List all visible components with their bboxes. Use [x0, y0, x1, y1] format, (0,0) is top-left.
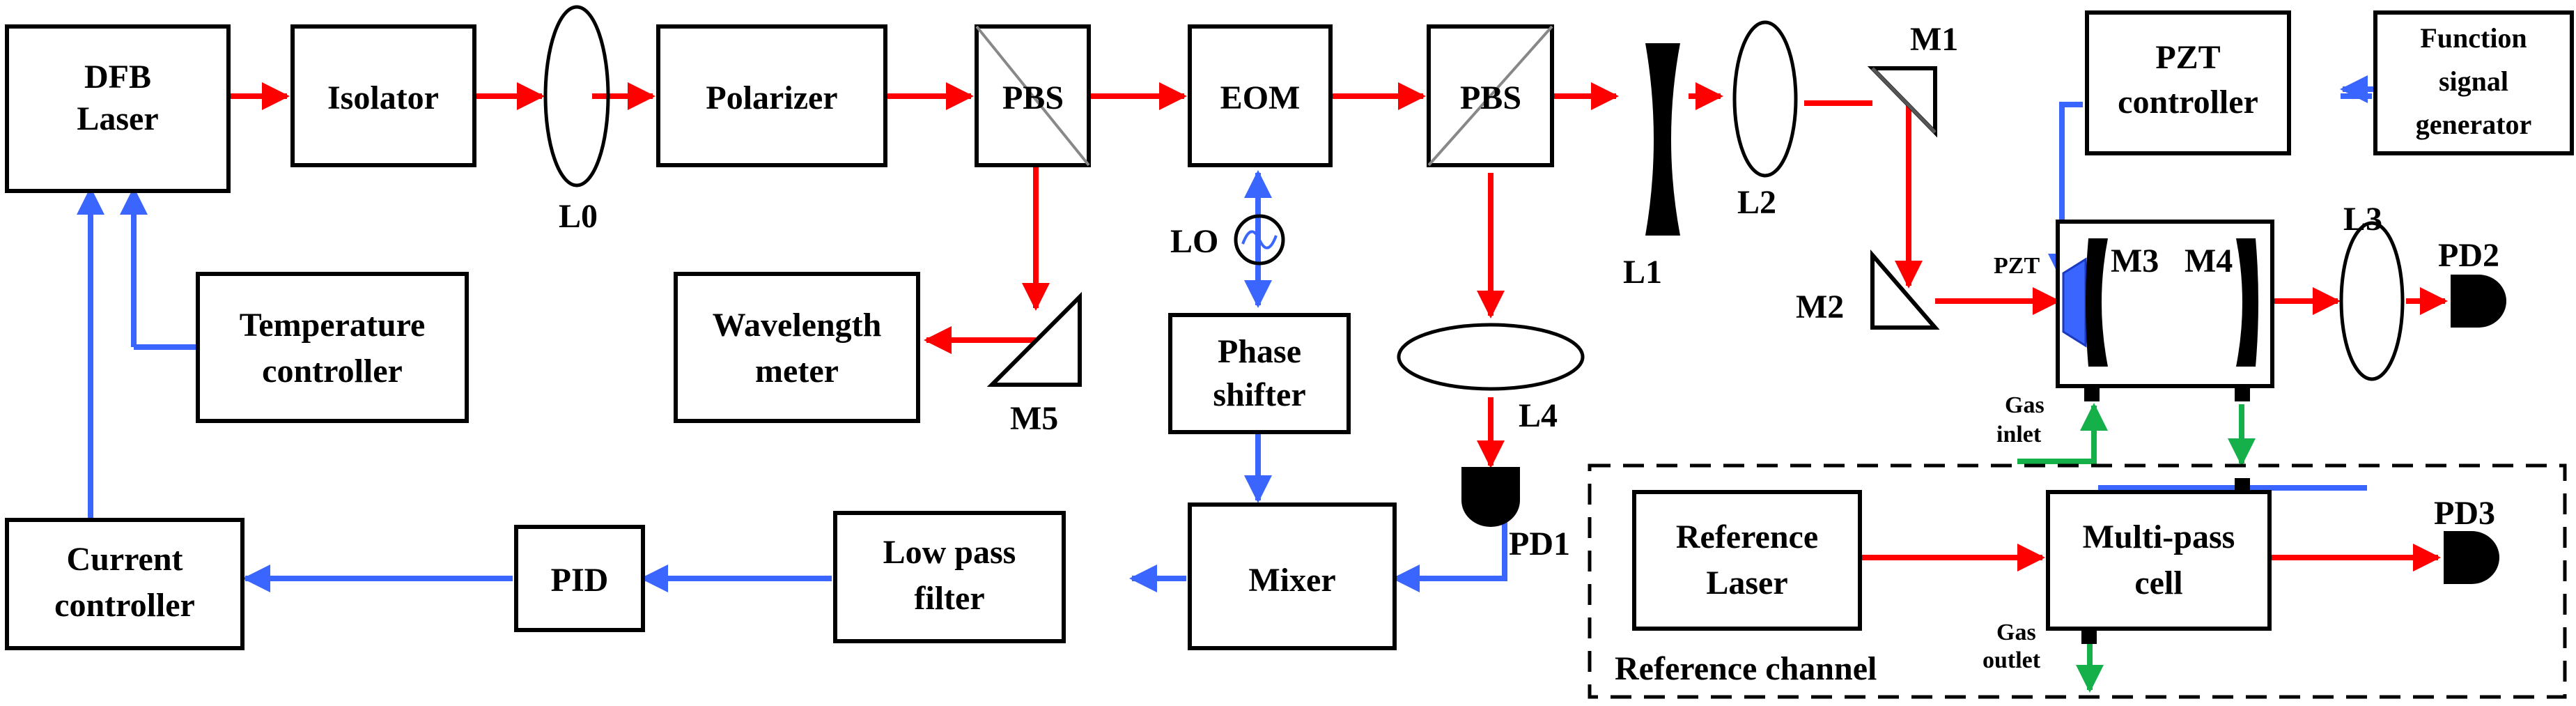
svg-text:meter: meter — [755, 353, 839, 390]
svg-text:EOM: EOM — [1220, 79, 1301, 116]
svg-text:Temperature: Temperature — [240, 307, 426, 344]
lens-l3 — [2339, 221, 2405, 381]
polarizer-box: Polarizer — [656, 24, 887, 167]
svg-text:Function: Function — [2420, 22, 2527, 54]
pzt-label: PZT — [1994, 253, 2040, 279]
pzt-actuator — [2062, 257, 2087, 348]
mixer-box: Mixer — [1188, 502, 1397, 650]
pd1-label: PD1 — [1509, 525, 1570, 562]
pid-box: PID — [514, 525, 645, 632]
multi-pass-cell-outlet-port — [2081, 629, 2097, 644]
lens-l2 — [1732, 20, 1798, 178]
reference-channel-frame — [1588, 463, 2567, 699]
pzt-controller-box: PZT controller — [2085, 10, 2291, 155]
mirror-m5-label: M5 — [1010, 400, 1058, 437]
svg-text:Phase: Phase — [1218, 333, 1301, 370]
control-signal-paths — [77, 75, 2375, 592]
mirror-m3-label: M3 — [2111, 243, 2159, 279]
lens-l1 — [1645, 43, 1680, 236]
svg-text:PBS: PBS — [1002, 79, 1064, 116]
svg-text:controller: controller — [54, 587, 195, 624]
cavity-outlet-port — [2235, 386, 2250, 401]
gas-inlet-port — [2084, 386, 2100, 401]
svg-text:Polarizer: Polarizer — [706, 79, 837, 116]
svg-text:Reference: Reference — [1676, 519, 1818, 555]
wavelength-meter-box: Wavelength meter — [674, 272, 920, 423]
lens-l4 — [1397, 323, 1585, 391]
pbs-1-box: PBS — [975, 24, 1091, 167]
svg-text:controller: controller — [2118, 84, 2258, 121]
svg-text:Isolator: Isolator — [327, 79, 439, 116]
svg-text:PID: PID — [551, 562, 609, 599]
mirror-m5 — [986, 291, 1082, 387]
gas-inlet-label-line2: inlet — [1996, 422, 2042, 447]
svg-text:signal: signal — [2439, 66, 2508, 97]
svg-text:Laser: Laser — [77, 100, 158, 137]
gas-flow-paths — [2017, 403, 2256, 693]
svg-text:shifter: shifter — [1213, 376, 1305, 413]
photodetector-pd2 — [2451, 275, 2506, 328]
photodetector-pd3 — [2444, 531, 2499, 584]
reference-laser-box: Reference Laser — [1632, 490, 1862, 631]
lens-l2-label: L2 — [1737, 184, 1776, 221]
svg-text:Low pass: Low pass — [883, 534, 1016, 571]
laser-beam-paths — [228, 82, 2448, 571]
mirror-m2 — [1870, 249, 1940, 330]
multi-pass-cell-inlet-port — [2235, 478, 2250, 493]
svg-text:Multi-pass: Multi-pass — [2083, 519, 2235, 555]
svg-text:cell: cell — [2134, 565, 2182, 601]
gas-outlet-label-line1: Gas — [1996, 620, 2036, 645]
mirror-m2-label: M2 — [1796, 289, 1844, 325]
phase-shifter-box: Phase shifter — [1168, 313, 1351, 434]
dfb-laser-box: DFB Laser — [5, 24, 231, 193]
gas-outlet-label-line2: outlet — [1983, 647, 2041, 673]
svg-text:PBS: PBS — [1460, 79, 1521, 116]
mirror-m4-label: M4 — [2185, 243, 2233, 279]
eom-box: EOM — [1188, 24, 1333, 167]
svg-text:Current: Current — [66, 541, 183, 578]
svg-text:Mixer: Mixer — [1248, 562, 1335, 599]
cavity-mirror-m3 — [2086, 238, 2108, 367]
local-oscillator-icon — [1234, 214, 1285, 266]
svg-text:PZT: PZT — [2155, 39, 2220, 76]
isolator-box: Isolator — [290, 24, 476, 167]
pbs-2-box: PBS — [1427, 24, 1554, 167]
temperature-controller-box: Temperature controller — [196, 272, 469, 423]
svg-text:generator: generator — [2416, 109, 2532, 140]
pd2-label: PD2 — [2438, 237, 2499, 274]
lens-l3-label: L3 — [2343, 201, 2382, 238]
mirror-m1-label: M1 — [1910, 21, 1958, 58]
multi-pass-cell-box: Multi-pass cell — [2046, 490, 2272, 631]
svg-text:Wavelength: Wavelength — [713, 307, 882, 344]
lo-label: LO — [1170, 223, 1218, 260]
lens-l0 — [543, 5, 610, 187]
current-controller-box: Current controller — [5, 518, 245, 650]
low-pass-filter-box: Low pass filter — [833, 511, 1066, 643]
svg-text:DFB: DFB — [84, 59, 151, 95]
photodetector-pd1 — [1461, 467, 1520, 527]
pd3-label: PD3 — [2434, 495, 2495, 532]
lens-l0-label: L0 — [559, 198, 598, 235]
lens-l1-label: L1 — [1623, 254, 1662, 291]
svg-text:Laser: Laser — [1706, 565, 1787, 601]
reference-channel-label: Reference channel — [1615, 650, 1877, 687]
gas-inlet-label-line1: Gas — [2005, 392, 2044, 418]
svg-text:controller: controller — [262, 353, 403, 390]
function-signal-generator-box: Function signal generator — [2373, 10, 2574, 155]
lens-l4-label: L4 — [1519, 397, 1558, 434]
svg-text:filter: filter — [914, 580, 984, 617]
cavity-mirror-m4 — [2236, 238, 2258, 367]
